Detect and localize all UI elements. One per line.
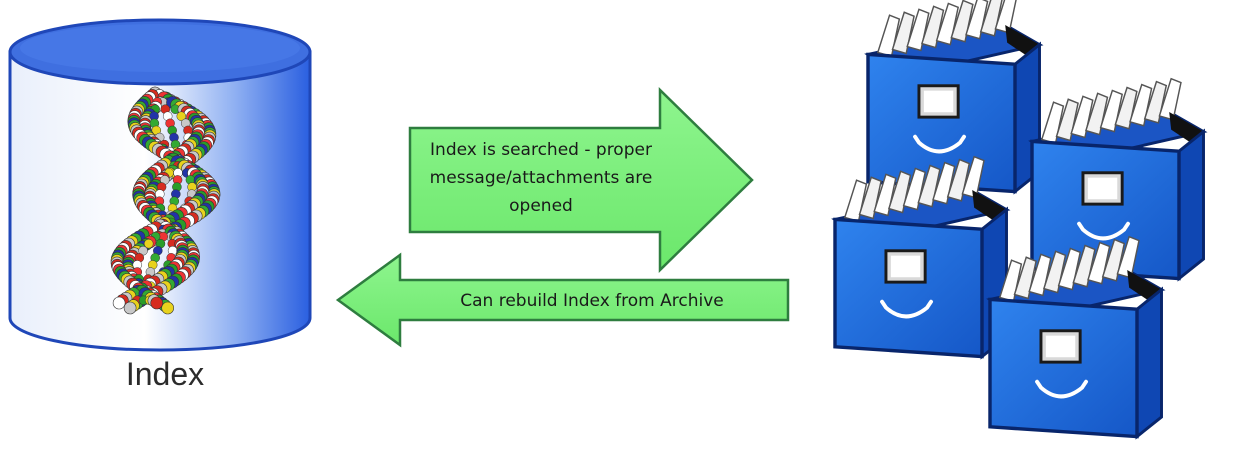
dna-molecule-icon bbox=[110, 86, 221, 315]
arrow-right-icon bbox=[408, 87, 754, 273]
forward-arrow-line-3: opened bbox=[509, 196, 573, 216]
forward-arrow-line-1: Index is searched - proper bbox=[430, 140, 652, 160]
arrow-left-icon bbox=[335, 252, 790, 348]
backward-arrow-label: Can rebuild Index from Archive bbox=[460, 291, 724, 311]
file-cabinet-drawers-icon bbox=[831, 0, 1208, 440]
forward-arrow-line-2: message/attachments are bbox=[429, 168, 653, 188]
index-label: Index bbox=[125, 356, 205, 392]
forward-arrow-label: Index is searched - proper message/attac… bbox=[416, 136, 666, 220]
